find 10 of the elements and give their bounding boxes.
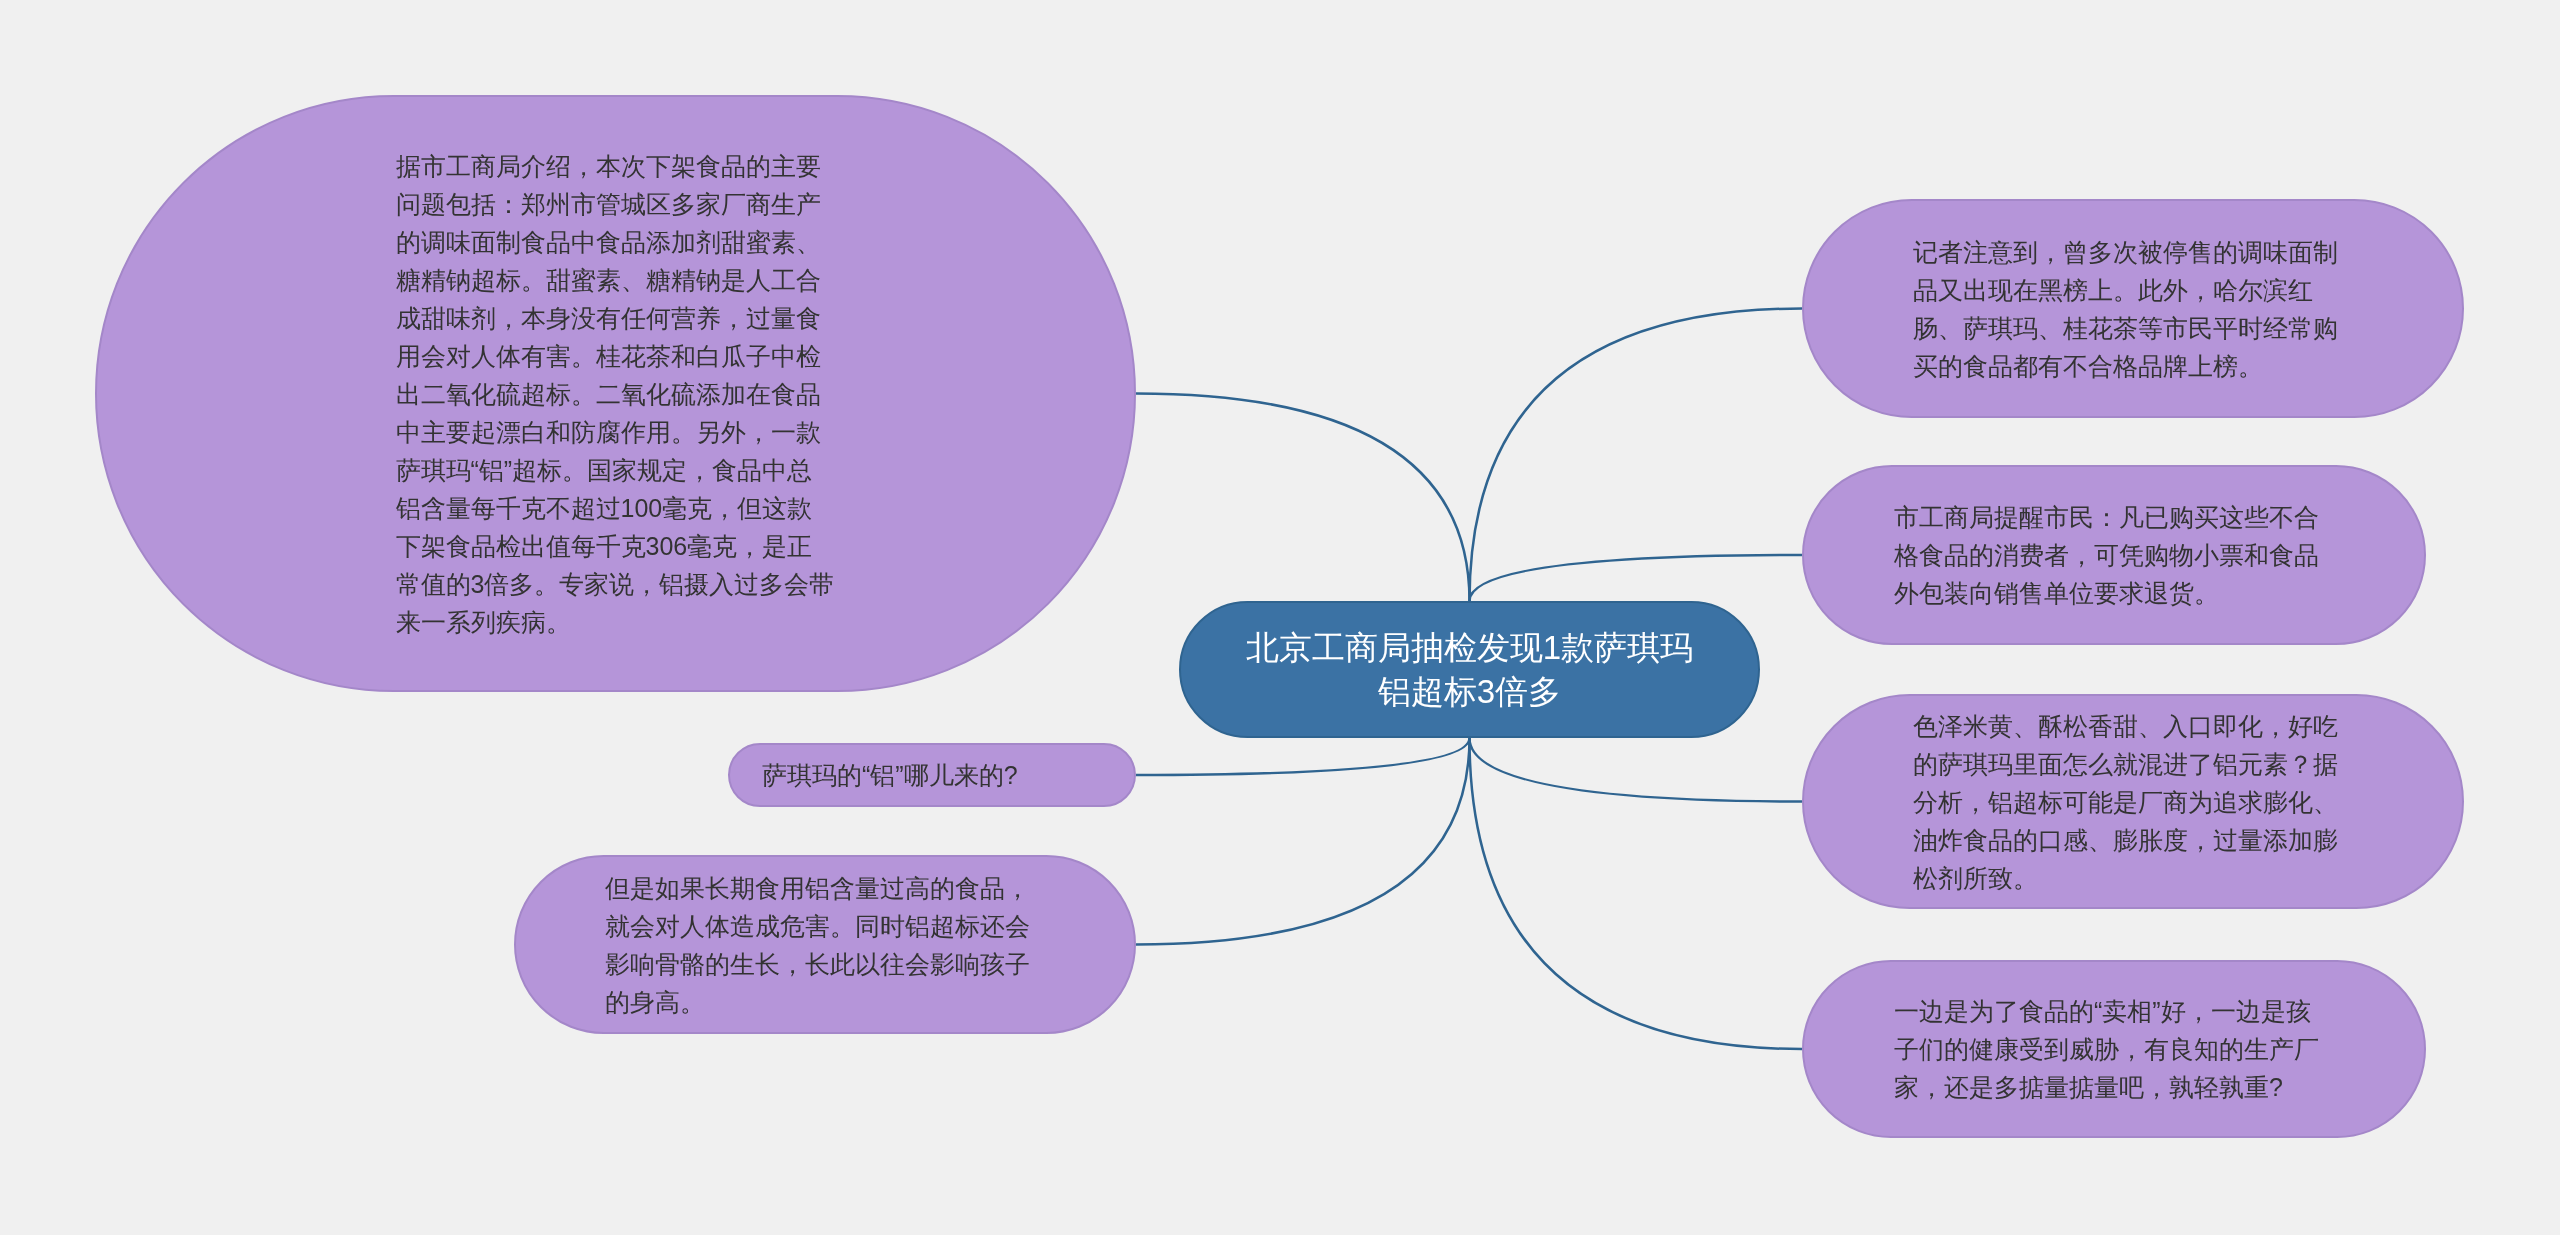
- note-text: 一边是为了食品的“卖相”好，一边是孩子们的健康受到威胁，有良知的生产厂家，还是多掂量掂量吧，孰轻孰重?: [1894, 996, 2320, 1103]
- note-text: 萨琪玛的“铝”哪儿来的?: [762, 760, 1019, 791]
- connector-line: [1468, 307, 1803, 602]
- note-text: 但是如果长期食用铝含量过高的食品，就会对人体造成危害。同时铝超标还会影响骨骼的生长，长此以往会影响孩子的身高。: [605, 872, 1031, 1018]
- note-text: 色泽米黄、酥松香甜、入口即化，好吃的萨琪玛里面怎么就混进了铝元素？据分析，铝超标可能是厂商为追求膨化、油炸食品的口感、膨胀度，过量添加膨松剂所致。: [1913, 710, 2339, 894]
- note-text: 据市工商局介绍，本次下架食品的主要问题包括：郑州市管城区多家厂商生产的调味面制食品中食品添加剂甜蜜素、糖精钠超标。甜蜜素、糖精钠是人工合成甜味剂，本身没有任何营养，过量食用会对人体有害。桂花茶和白瓜子中检出二氧化硫超标。二氧化硫添加在食品中主要起漂白和防腐作用。另外，一款萨琪玛“铝”超标。国家规定，食品中总铝含量每千克不超过100毫克，但这款下架食品检出值每千克306毫克，是正常值的3倍多。专家说，铝摄入过多会带来一系列疾病。: [395, 150, 836, 638]
- connector-line: [1468, 553, 1802, 602]
- note-text: 市工商局提醒市民：凡已购买这些不合格食品的消费者，可凭购物小票和食品外包装向销售单位要求退货。: [1894, 502, 2320, 609]
- note-text: 记者注意到，曾多次被停售的调味面制品又出现在黑榜上。此外，哈尔滨红肠、萨琪玛、桂花茶等市民平时经常购买的食品都有不合格品牌上榜。: [1913, 236, 2339, 382]
- topic-text: 北京工商局抽检发现1款萨琪玛铝超标3倍多: [1244, 627, 1695, 712]
